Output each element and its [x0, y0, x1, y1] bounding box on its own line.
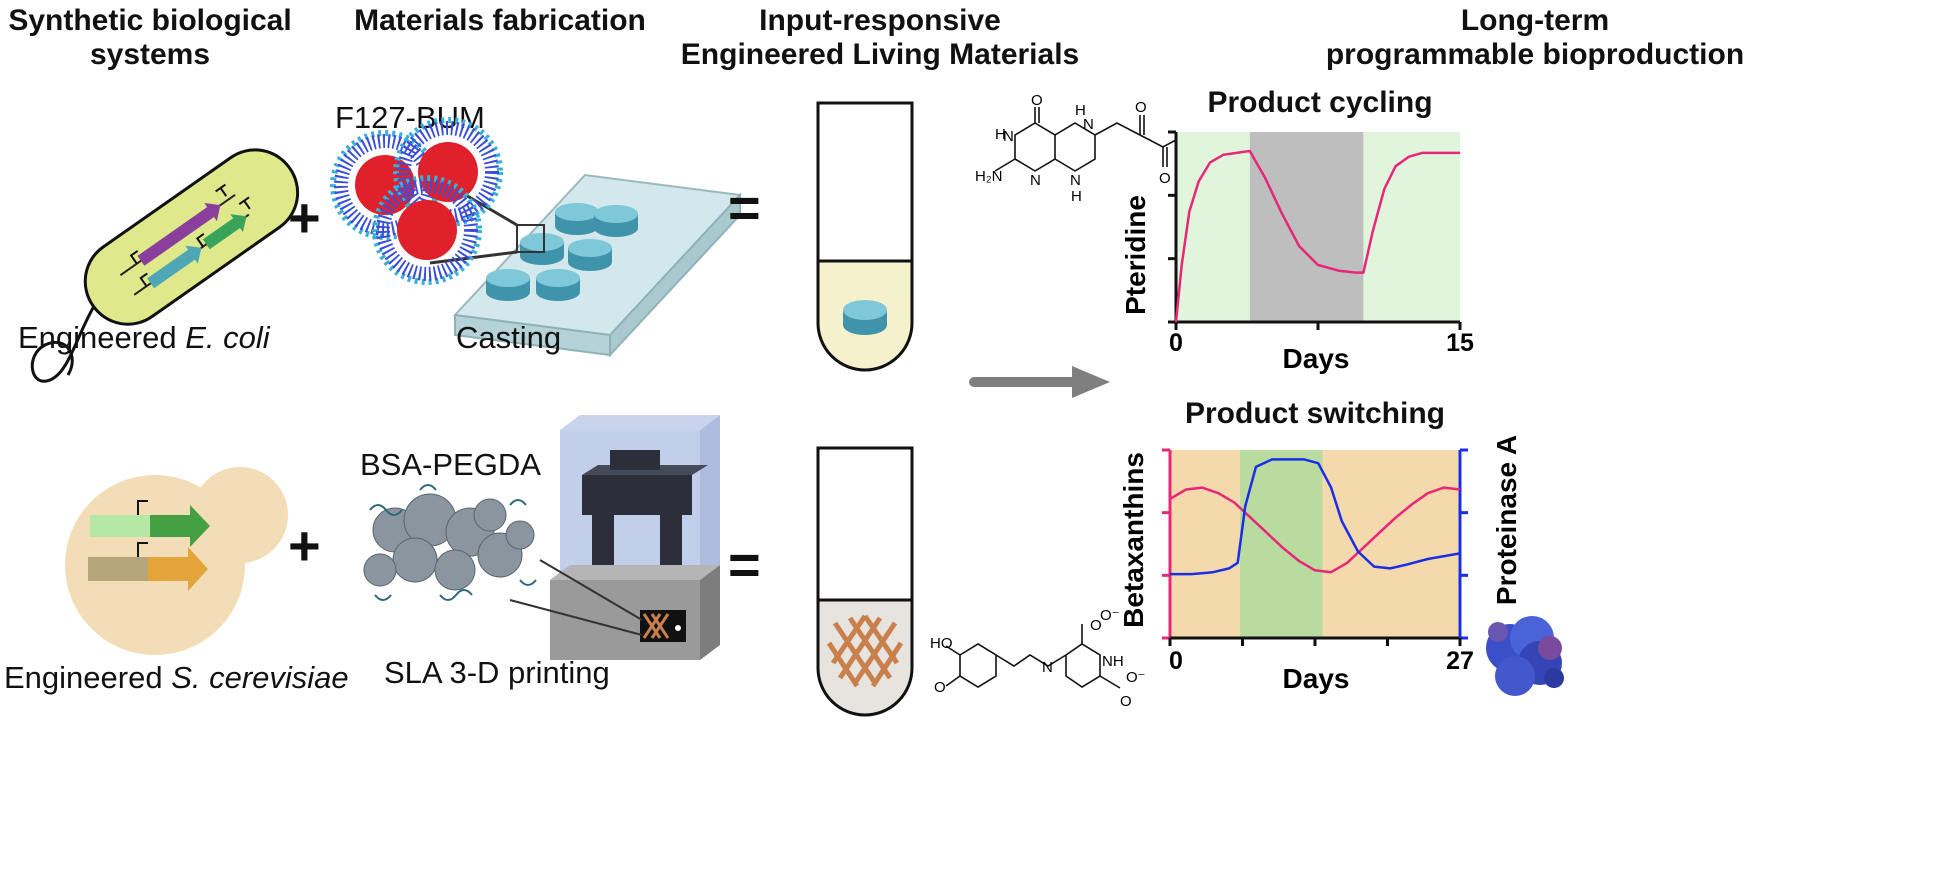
x-tick-label: 0: [1169, 647, 1183, 675]
x-axis-title-days: Days: [1283, 343, 1350, 374]
header-line: Engineered Living Materials: [680, 38, 1080, 71]
series-line-pink: [1169, 486, 1461, 574]
atom-label: O: [1090, 617, 1102, 634]
yeast-label: Engineered S. cerevisiae: [4, 660, 349, 695]
tube-row1: [816, 101, 914, 372]
y-axis-title-proteinase: Proteinase A: [1491, 435, 1522, 605]
header-line: Synthetic biological: [8, 4, 292, 37]
atom-label: O: [934, 679, 946, 696]
ecoli-label: Engineered E. coli: [18, 320, 270, 355]
header-synthetic-systems: Synthetic biological systems: [0, 4, 300, 72]
chart-product-switching: Betaxanthins Proteinase A Days 0 27: [1118, 435, 1522, 694]
header-line: Input-responsive: [759, 4, 1001, 37]
plus-sign-row2: +: [288, 514, 321, 577]
process-arrow: [969, 366, 1110, 398]
atom-label: O: [1120, 693, 1132, 710]
atom-label: H: [1075, 102, 1086, 119]
equals-sign-row1: =: [728, 176, 761, 239]
x-tick-label: 27: [1446, 647, 1474, 675]
x-axis-title-days: Days: [1283, 663, 1350, 694]
zoom-box: [516, 224, 545, 253]
plus-sign-row1: +: [288, 186, 321, 249]
atom-label: O: [1135, 99, 1147, 116]
material-label-bsa: BSA-PEGDA: [360, 447, 541, 482]
header-line: systems: [89, 38, 211, 71]
header-line: Materials fabrication: [354, 4, 646, 37]
atom-label: N: [1042, 659, 1053, 676]
y-axis-title-pteridine: Pteridine: [1120, 195, 1151, 315]
yeast-illustration: [65, 467, 288, 655]
atom-label: O: [1031, 92, 1043, 109]
x-tick-label: 15: [1446, 329, 1474, 357]
gene-orange-arrow: [148, 547, 208, 591]
sla-printing-label: SLA 3-D printing: [384, 655, 610, 690]
series-line-blue: [1170, 458, 1461, 576]
header-elm: Input-responsive Engineered Living Mater…: [660, 4, 1100, 72]
micelle-3: [372, 175, 482, 285]
atom-label: O: [1159, 170, 1171, 187]
atom-label: O⁻: [1126, 669, 1146, 686]
gel-discs: [486, 203, 638, 301]
x-tick-label: 0: [1169, 329, 1183, 357]
flagellum: [30, 278, 116, 383]
chart-product-cycling: Pteridine Days 0 15: [1120, 130, 1474, 374]
background-band: [1170, 450, 1240, 638]
background-band: [1249, 132, 1364, 322]
protein-network: [363, 493, 535, 591]
printed-lattice-in-tube: [826, 614, 904, 688]
atom-label: N: [1030, 172, 1041, 189]
header-line: programmable bioproduction: [1325, 38, 1745, 71]
proteinase-structure: [1486, 616, 1564, 696]
chart-title-switching: Product switching: [1184, 397, 1445, 430]
equals-sign-row2: =: [728, 533, 761, 596]
series-line-pink: [1174, 149, 1460, 323]
gene-green: [202, 214, 247, 250]
ecoli-illustration: [30, 148, 300, 383]
atom-label: N: [1083, 116, 1094, 133]
tube-row2: [816, 446, 914, 717]
atom-label: H: [995, 126, 1006, 143]
gene-teal: [147, 245, 202, 289]
micelle-2: [393, 117, 503, 227]
atom-label: HO: [930, 635, 953, 652]
sla-printer-illustration: [363, 415, 720, 660]
atom-label: O⁻: [1100, 607, 1120, 624]
background-band: [1239, 450, 1323, 638]
background-band: [1363, 132, 1460, 322]
protein-blob: [1486, 616, 1564, 696]
casting-illustration: [330, 117, 743, 358]
atom-label: NH: [1102, 653, 1124, 670]
header-line: Long-term: [1460, 4, 1610, 37]
gel-disc-in-tube: [843, 300, 887, 335]
gene-green-arrow: [150, 505, 210, 547]
pteridine-structure: O H N H O O H₂N N N N H: [975, 92, 1186, 205]
betaxanthin-structure: HO O N O NH O O⁻ O⁻: [930, 607, 1146, 710]
background-band: [1322, 450, 1460, 638]
casting-label: Casting: [456, 320, 562, 355]
atom-label: N: [1070, 172, 1081, 189]
atom-label: H: [1071, 188, 1082, 205]
chart-title-cycling: Product cycling: [1207, 86, 1433, 119]
atom-label: H₂N: [975, 168, 1003, 185]
material-label-f127: F127-BUM: [335, 100, 485, 135]
gene-purple: [137, 203, 221, 266]
bacterium-body: [83, 148, 300, 326]
y-axis-title-betaxanthins: Betaxanthins: [1118, 452, 1149, 628]
header-materials-fabrication: Materials fabrication: [330, 4, 670, 38]
header-bioproduction: Long-term programmable bioproduction: [1130, 4, 1940, 72]
atom-label: N: [1003, 128, 1014, 145]
